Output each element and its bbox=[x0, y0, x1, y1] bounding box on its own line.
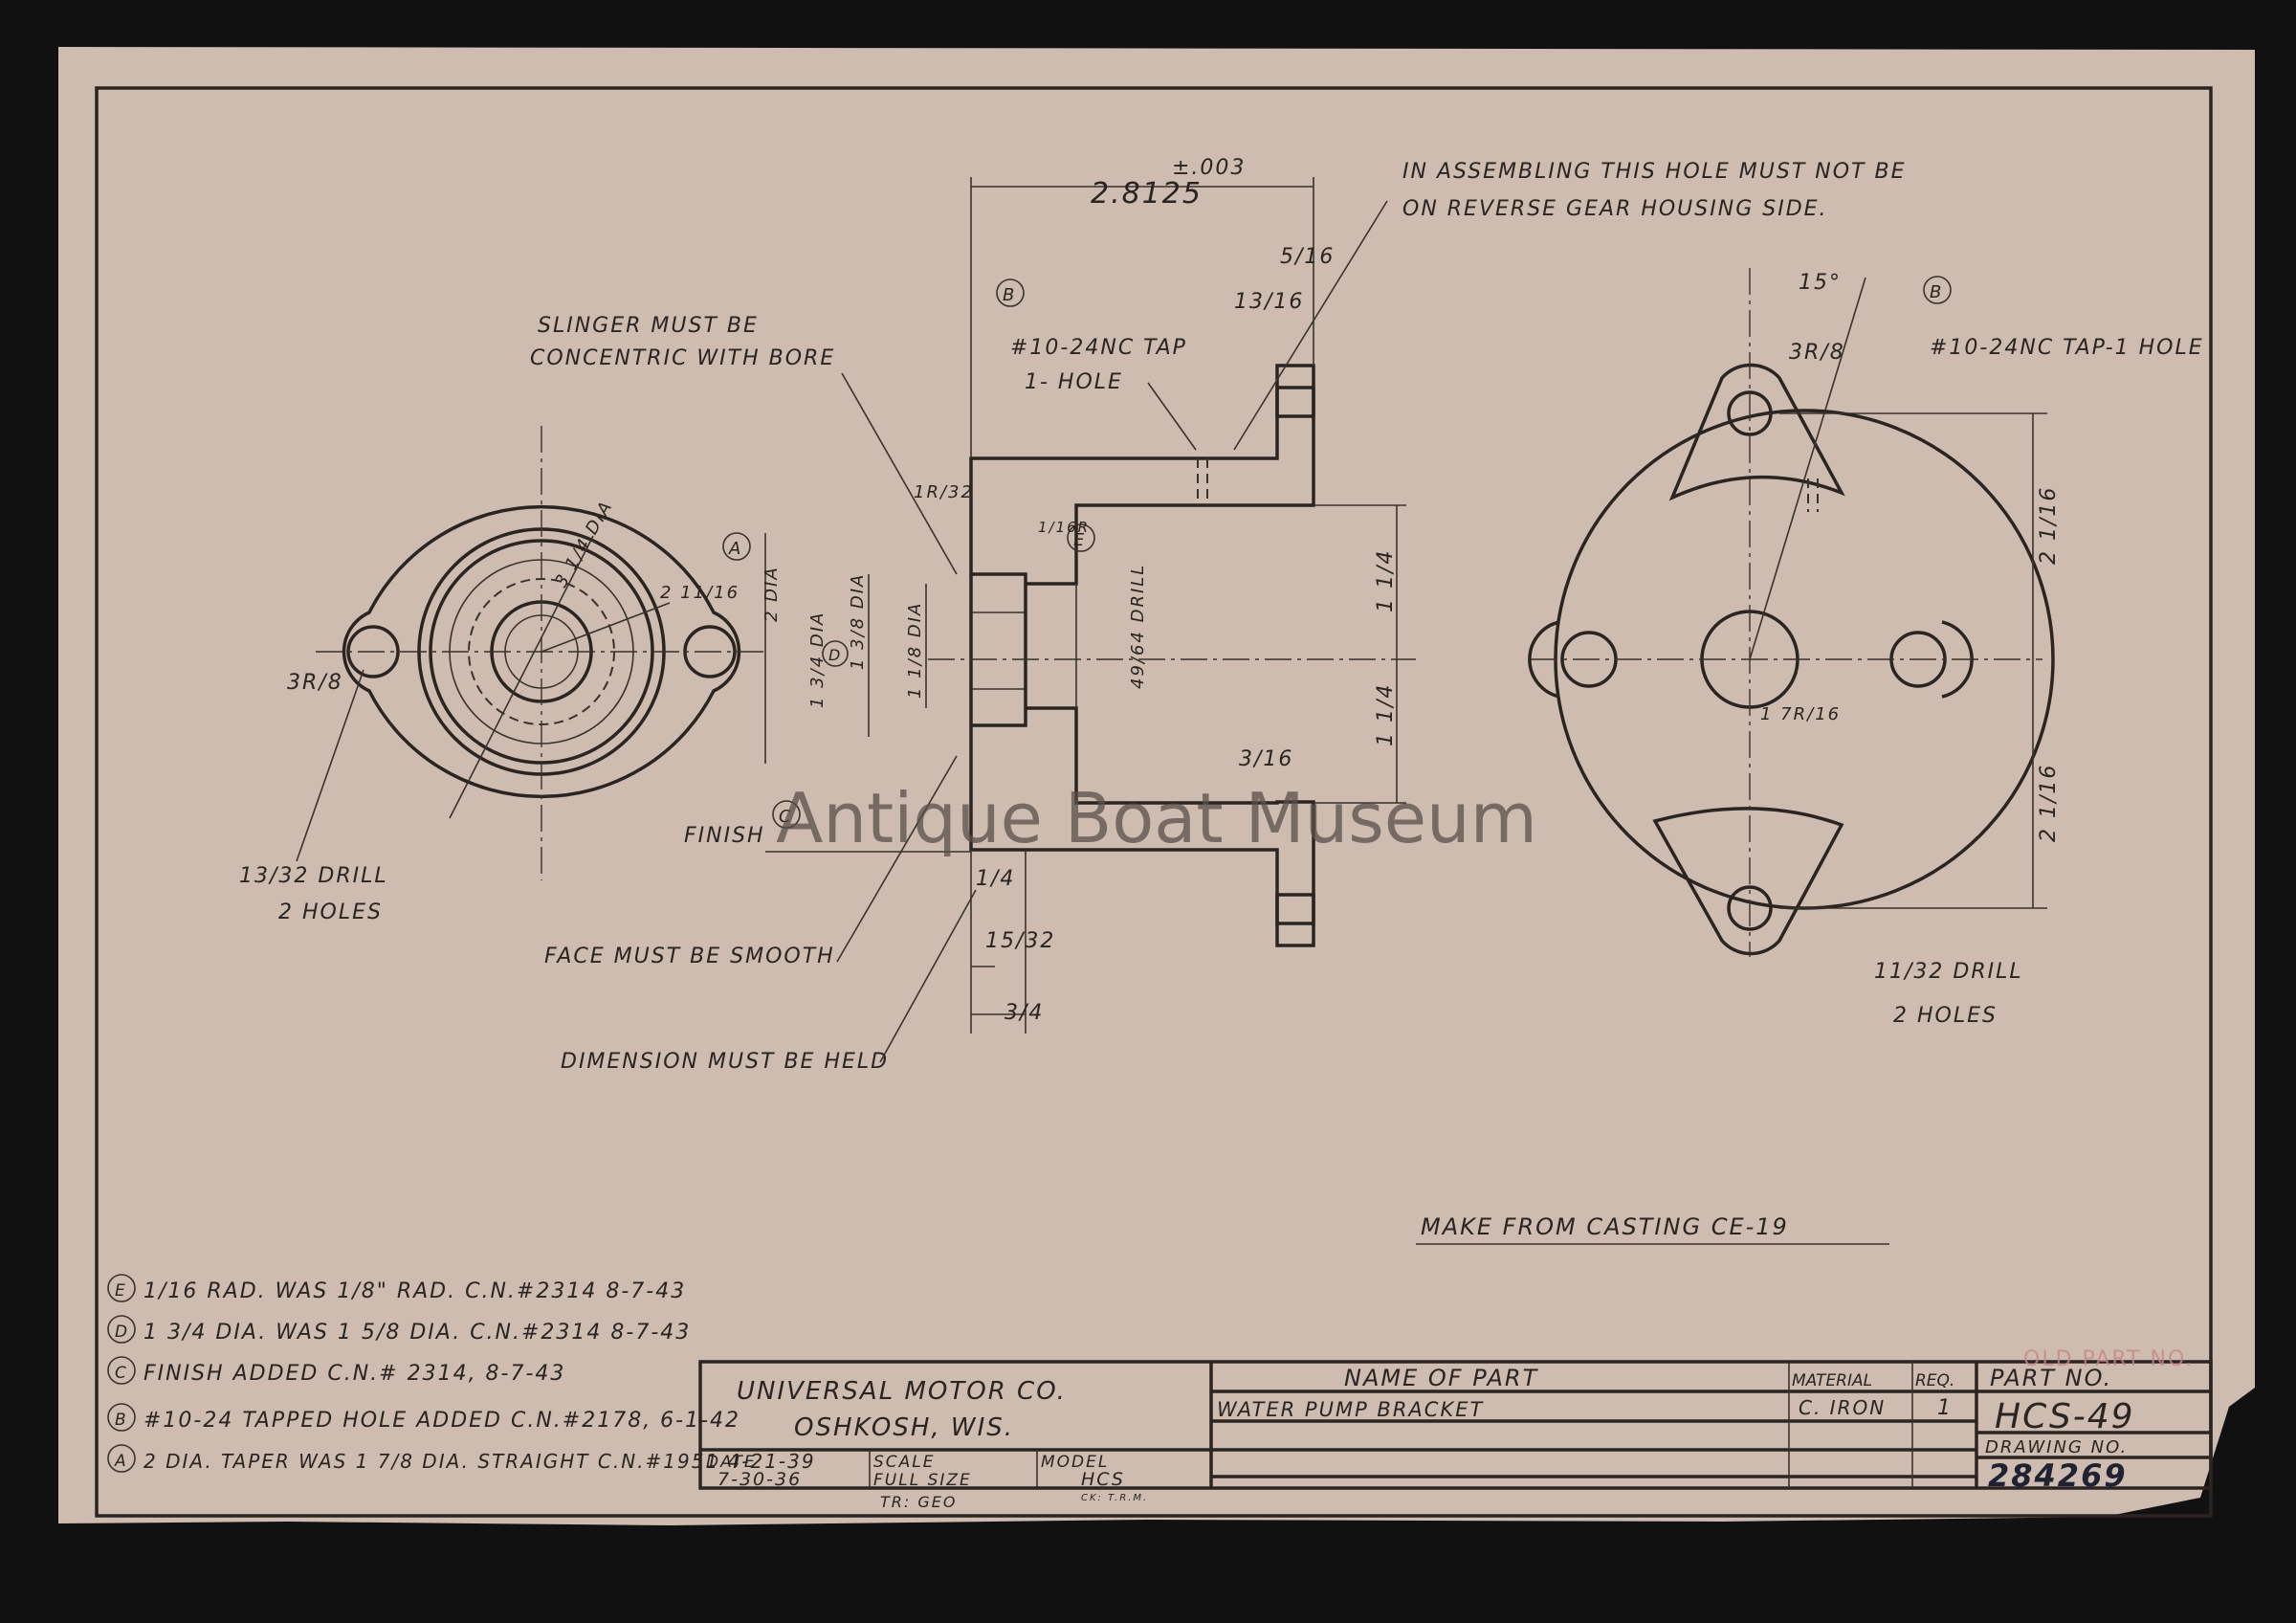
dim-3r8-right: 3R/8 bbox=[1789, 341, 1845, 365]
drill-note-left: 13/32 DRILL bbox=[239, 864, 388, 888]
callout-d: D bbox=[828, 646, 842, 664]
tap-note-line2: 1- HOLE bbox=[1025, 370, 1123, 394]
border bbox=[95, 86, 2213, 1518]
tolerance-label: ±.003 bbox=[1172, 156, 1246, 180]
dim-1-4: 1/4 bbox=[976, 867, 1015, 891]
slinger-note-line1: SLINGER MUST BE bbox=[538, 314, 759, 338]
title-block bbox=[698, 1360, 2213, 1490]
revision-mark: A bbox=[114, 1452, 128, 1471]
revision-text: 1/16 RAD. WAS 1/8" RAD. C.N.#2314 8-7-43 bbox=[144, 1279, 686, 1303]
front-view-left bbox=[296, 426, 765, 880]
assembly-note-line2: ON REVERSE GEAR HOUSING SIDE. bbox=[1402, 197, 1828, 221]
dimension-held-note: DIMENSION MUST BE HELD bbox=[561, 1050, 889, 1074]
req-value: 1 bbox=[1937, 1396, 1953, 1420]
revision-text: #10-24 TAPPED HOLE ADDED C.N.#2178, 6-1-… bbox=[144, 1409, 740, 1433]
part-no-label: PART NO. bbox=[1990, 1365, 2112, 1391]
revision-item: C FINISH ADDED C.N.# 2314, 8-7-43 bbox=[107, 1356, 565, 1386]
finish-note: FINISH bbox=[684, 824, 765, 848]
revision-mark: E bbox=[115, 1281, 127, 1301]
face-smooth-note: FACE MUST BE SMOOTH bbox=[544, 945, 835, 968]
scale-value: FULL SIZE bbox=[873, 1471, 972, 1490]
dim-15-degrees: 15° bbox=[1799, 271, 1842, 295]
company-city: OSHKOSH, WIS. bbox=[794, 1413, 1014, 1442]
dim-15-32: 15/32 bbox=[985, 929, 1055, 953]
holes-note-right: 2 HOLES bbox=[1893, 1004, 1998, 1028]
callout-a: A bbox=[728, 539, 742, 559]
date-value: 7-30-36 bbox=[718, 1469, 802, 1490]
req-label: REQ. bbox=[1915, 1371, 1954, 1390]
dim-13-16: 13/16 bbox=[1234, 290, 1304, 314]
dim-1r32: 1R/32 bbox=[914, 482, 974, 502]
part-name: WATER PUMP BRACKET bbox=[1217, 1398, 1484, 1421]
revision-mark: B bbox=[115, 1411, 128, 1430]
revision-text: FINISH ADDED C.N.# 2314, 8-7-43 bbox=[144, 1362, 565, 1386]
callout-c: C bbox=[779, 807, 793, 827]
part-number: HCS-49 bbox=[1995, 1397, 2135, 1436]
dim-5-16: 5/16 bbox=[1280, 245, 1335, 269]
name-of-part-label: NAME OF PART bbox=[1344, 1365, 1539, 1391]
date-label: DATE bbox=[706, 1453, 757, 1472]
revision-item: E 1/16 RAD. WAS 1/8" RAD. C.N.#2314 8-7-4… bbox=[107, 1274, 686, 1303]
callout-b: B bbox=[1003, 285, 1016, 305]
dim-1-1-4-bottom: 1 1/4 bbox=[1374, 683, 1398, 746]
tap-note-right: #10-24NC TAP-1 HOLE bbox=[1930, 336, 2204, 360]
revision-mark: C bbox=[115, 1364, 128, 1383]
drill-note-right: 11/32 DRILL bbox=[1874, 960, 2023, 984]
dim-1-16r: 1/16R bbox=[1038, 519, 1090, 536]
callout-e: E bbox=[1073, 530, 1086, 550]
tap-note-line1: #10-24NC TAP bbox=[1010, 336, 1187, 360]
model-label: MODEL bbox=[1041, 1453, 1109, 1472]
dim-2-1-16-top: 2 1/16 bbox=[2037, 486, 2061, 565]
dim-2-1-16-bottom: 2 1/16 bbox=[2037, 764, 2061, 842]
callout-b-right: B bbox=[1930, 282, 1943, 302]
dim-1-3-4-dia: 1 3/4 DIA bbox=[807, 611, 828, 708]
dim-3-4: 3/4 bbox=[1004, 1001, 1044, 1025]
revision-item: D 1 3/4 DIA. WAS 1 5/8 DIA. C.N.#2314 8-7… bbox=[107, 1315, 691, 1345]
revision-item: A 2 DIA. TAPER WAS 1 7/8 DIA. STRAIGHT C.… bbox=[107, 1444, 816, 1473]
company-name: UNIVERSAL MOTOR CO. bbox=[737, 1377, 1067, 1406]
traced-by: TR: GEO bbox=[880, 1493, 957, 1511]
dim-1-7r16: 1 7R/16 bbox=[1760, 704, 1841, 724]
drawing-number: 284269 bbox=[1988, 1457, 2128, 1494]
revision-item: B #10-24 TAPPED HOLE ADDED C.N.#2178, 6-1… bbox=[107, 1403, 740, 1433]
dim-1-3-8-dia: 1 3/8 DIA bbox=[848, 573, 868, 670]
revision-mark: D bbox=[115, 1323, 129, 1342]
make-from-note: MAKE FROM CASTING CE-19 bbox=[1421, 1213, 1789, 1240]
holes-note-left: 2 HOLES bbox=[278, 900, 383, 924]
scale-label: SCALE bbox=[873, 1453, 936, 1472]
dim-1-1-4-top: 1 1/4 bbox=[1374, 549, 1398, 612]
slinger-note-line2: CONCENTRIC WITH BORE bbox=[530, 346, 835, 370]
section-view bbox=[764, 177, 1416, 1063]
old-part-no-stamp: OLD PART NO. bbox=[2023, 1347, 2194, 1371]
revision-list: E 1/16 RAD. WAS 1/8" RAD. C.N.#2314 8-7-4… bbox=[107, 1274, 816, 1473]
material-label: MATERIAL bbox=[1792, 1371, 1872, 1390]
dim-2-dia: 2 DIA bbox=[762, 566, 782, 622]
drawing-no-label: DRAWING NO. bbox=[1985, 1437, 2128, 1457]
revision-text: 2 DIA. TAPER WAS 1 7/8 DIA. STRAIGHT C.N… bbox=[144, 1450, 816, 1473]
dim-1-1-8-dia: 1 1/8 DIA bbox=[905, 602, 925, 699]
dim-2-11-16: 2 11/16 bbox=[660, 583, 740, 603]
assembly-note-line1: IN ASSEMBLING THIS HOLE MUST NOT BE bbox=[1402, 160, 1906, 184]
revision-text: 1 3/4 DIA. WAS 1 5/8 DIA. C.N.#2314 8-7-… bbox=[144, 1321, 691, 1345]
dim-3-16: 3/16 bbox=[1239, 747, 1293, 771]
material-value: C. IRON bbox=[1799, 1396, 1886, 1419]
rear-view-right bbox=[1528, 268, 2055, 957]
watermark: Antique Boat Museum bbox=[776, 778, 1537, 858]
model-value: HCS bbox=[1081, 1469, 1125, 1490]
dim-3r8-left: 3R/8 bbox=[287, 671, 343, 695]
dim-49-64-drill: 49/64 DRILL bbox=[1128, 564, 1148, 689]
checked-by: CK: T.R.M. bbox=[1081, 1493, 1148, 1503]
overall-dimension: 2.8125 bbox=[1091, 177, 1203, 211]
